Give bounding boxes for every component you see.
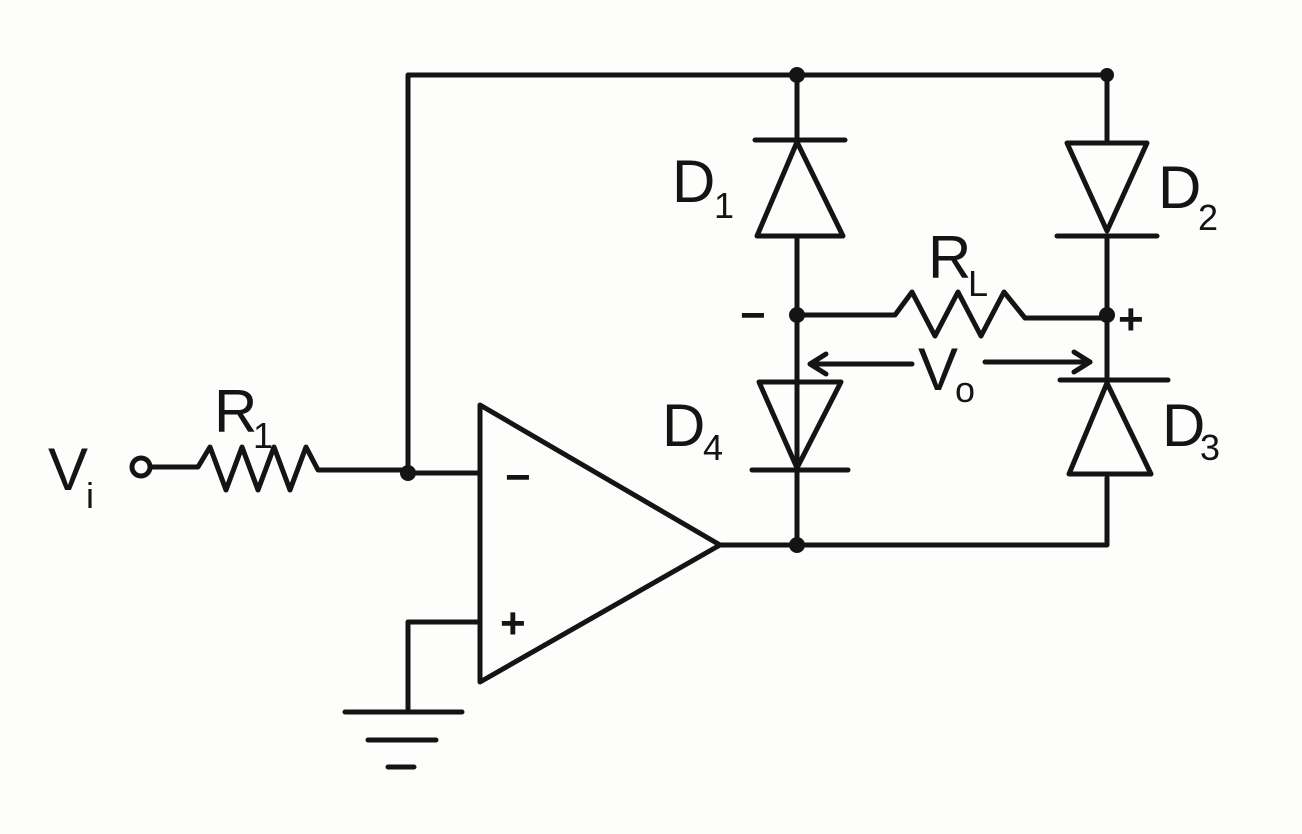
input-terminal — [129, 455, 153, 479]
ground-lines — [365, 737, 439, 770]
resistor-rl — [794, 289, 1110, 339]
output-wire — [717, 475, 1110, 548]
d1-label-sub: 1 — [714, 185, 734, 226]
d3-label-sub: 3 — [1200, 427, 1220, 468]
noninverting-input-wire — [405, 619, 483, 715]
diode-d2-icon — [1064, 140, 1150, 234]
vo-arrowhead-right — [1071, 349, 1093, 375]
d3-label: D — [1162, 392, 1205, 459]
vo-label: V — [918, 336, 958, 403]
vo-label-sub: o — [955, 369, 975, 410]
opamp-inverting-sign: − — [505, 453, 531, 502]
r1-label-sub: 1 — [253, 415, 273, 456]
diode-d3-icon — [1066, 380, 1154, 477]
d2-label: D — [1158, 154, 1201, 221]
opamp-triangle — [477, 402, 723, 685]
polarity-plus: + — [1118, 295, 1144, 344]
opamp-noninverting-sign: + — [500, 599, 526, 648]
node-load-right — [1099, 307, 1115, 323]
polarity-minus: − — [740, 291, 766, 340]
d1-label: D — [672, 148, 715, 215]
input-label: V — [48, 436, 88, 503]
d4-label-sub: 4 — [703, 427, 723, 468]
vo-arrowhead-left — [807, 351, 829, 377]
feedback-wire — [405, 72, 1110, 473]
r1-label: R — [214, 378, 257, 445]
d4-label: D — [662, 392, 705, 459]
resistor-r1 — [147, 444, 411, 493]
diode-d1-icon — [754, 139, 846, 239]
rl-label: R — [928, 224, 971, 291]
diode-d4-icon — [756, 379, 844, 471]
rl-label-sub: L — [968, 263, 988, 304]
input-label-sub: i — [86, 475, 94, 516]
node-top-right — [1100, 68, 1114, 82]
d2-label-sub: 2 — [1198, 197, 1218, 238]
